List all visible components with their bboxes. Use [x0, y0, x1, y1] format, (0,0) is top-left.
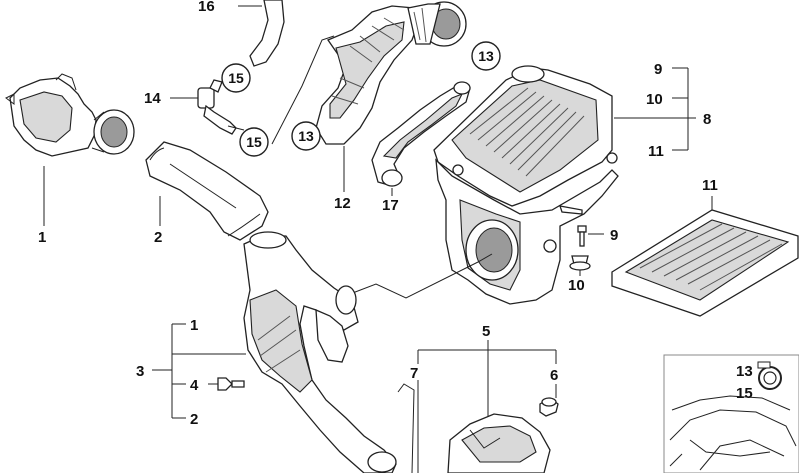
label-9-screw: 9 [610, 227, 618, 244]
label-10-nut: 10 [568, 277, 585, 294]
label-15-a: 15 [228, 70, 244, 86]
label-5: 5 [482, 323, 490, 340]
label-7: 7 [410, 365, 418, 382]
grommet-10-part [569, 255, 591, 276]
callout-circle-15-b [239, 127, 269, 157]
label-10-top: 10 [646, 91, 663, 108]
callout-circle-13-a [291, 121, 321, 151]
cover-5-part [447, 413, 551, 473]
label-2-top: 2 [154, 229, 162, 246]
label-11-top: 11 [648, 143, 664, 160]
label-13-a: 13 [298, 128, 314, 144]
label-13-b: 13 [478, 48, 494, 64]
label-16: 16 [198, 0, 215, 15]
rubber-boot-12-part [315, 1, 467, 145]
connection-line [349, 253, 493, 299]
bracket-5 [397, 340, 557, 473]
label-17: 17 [382, 197, 399, 214]
fitting-14-part [170, 79, 237, 135]
label-4: 4 [190, 377, 199, 394]
bracket-3 [152, 323, 246, 419]
filter-element-11-part [611, 196, 799, 317]
label-2-left: 2 [190, 411, 198, 428]
resonator-assembly-part [243, 231, 397, 473]
intake-scoop-part [5, 73, 135, 157]
screw-9-part [577, 225, 604, 247]
label-9-top: 9 [654, 61, 662, 78]
bolt-4-part [208, 377, 245, 391]
label-1-left: 1 [190, 317, 198, 334]
bracket-8 [672, 67, 696, 151]
label-8: 8 [703, 111, 711, 128]
air-filter-housing-8-part [433, 65, 619, 305]
callout-circle-13-b [471, 41, 501, 71]
air-duct-part [145, 141, 269, 241]
label-14: 14 [144, 90, 161, 107]
callout-circle-15-a [221, 63, 251, 93]
label-11-filter: 11 [702, 177, 718, 194]
bent-hose-17-part [371, 81, 471, 187]
inset-label-13: 13 [736, 363, 753, 380]
inset-label-15: 15 [736, 385, 753, 402]
hose-clamp-icon [757, 361, 782, 390]
label-12: 12 [334, 195, 351, 212]
hose-16-part [238, 0, 285, 67]
label-6: 6 [550, 367, 558, 384]
inset-box [663, 354, 799, 473]
label-3: 3 [136, 363, 144, 380]
label-15-b: 15 [246, 134, 262, 150]
label-1-top: 1 [38, 229, 46, 246]
clip-6-part [539, 397, 559, 417]
